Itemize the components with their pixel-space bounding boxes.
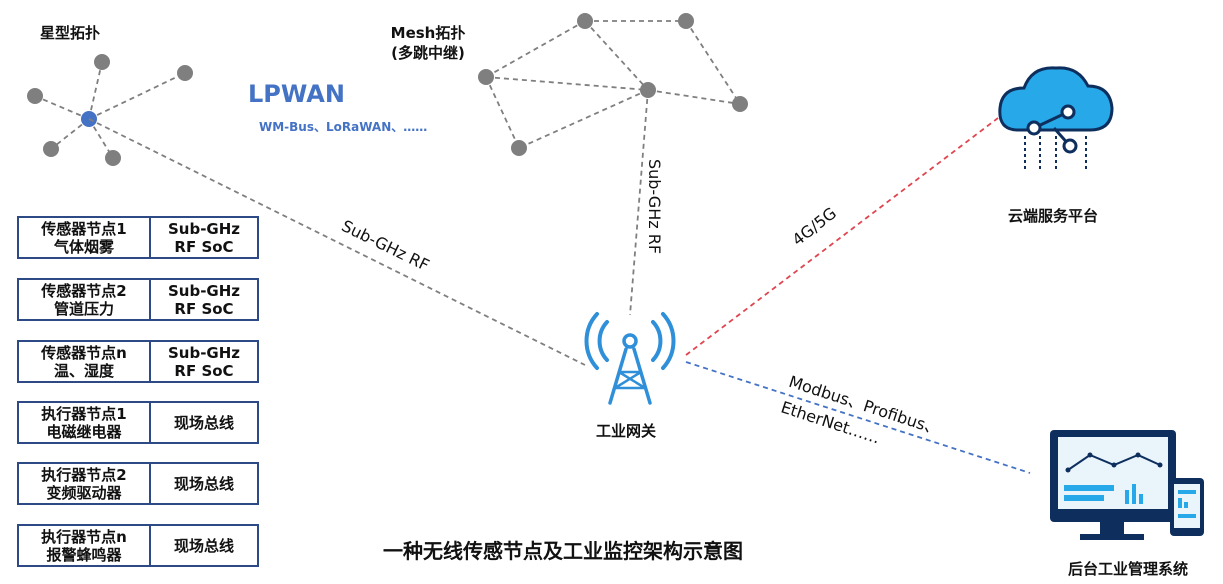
node-name: 传感器节点2 <box>41 282 126 300</box>
node-comm-2: RF SoC <box>174 300 233 318</box>
node-comm-2: RF SoC <box>174 362 233 380</box>
node-desc: 电磁继电器 <box>46 423 121 441</box>
node-name: 传感器节点n <box>41 344 127 362</box>
mesh-node <box>640 82 656 98</box>
mesh-node <box>511 140 527 156</box>
mesh-node <box>478 69 494 85</box>
mesh-topology-title: Mesh拓扑 <box>388 22 468 43</box>
antenna-tower-icon <box>587 314 674 403</box>
star-node <box>94 54 110 70</box>
node-comm: 现场总线 <box>174 414 234 432</box>
node-comm: 现场总线 <box>174 475 234 493</box>
star-node <box>27 88 43 104</box>
node-comm: 现场总线 <box>174 537 234 555</box>
star-node <box>177 65 193 81</box>
mesh-node <box>732 96 748 112</box>
mesh-nodes <box>478 13 748 156</box>
star-topology-title: 星型拓扑 <box>40 22 100 43</box>
node-name: 传感器节点1 <box>41 220 126 238</box>
node-name: 执行器节点1 <box>41 405 126 423</box>
node-desc: 变频驱动器 <box>46 484 121 502</box>
node-comm: Sub-GHz <box>168 344 240 362</box>
node-comm: Sub-GHz <box>168 220 240 238</box>
star-topology <box>35 62 185 158</box>
node-desc: 管道压力 <box>54 300 114 318</box>
diagram-title: 一种无线传感节点及工业监控架构示意图 <box>383 535 743 564</box>
mesh-node <box>678 13 694 29</box>
star-node <box>105 150 121 166</box>
node-desc: 气体烟雾 <box>54 238 114 256</box>
lpwan-subtitle: WM-Bus、LoRaWAN、…… <box>259 118 427 135</box>
node-desc: 报警蜂鸣器 <box>46 546 121 564</box>
mesh-topology <box>486 21 740 315</box>
backend-label: 后台工业管理系统 <box>1068 558 1188 579</box>
node-name: 执行器节点n <box>41 528 127 546</box>
gateway-label: 工业网关 <box>596 420 656 441</box>
cloud-network-icon <box>1000 68 1112 170</box>
lpwan-title: LPWAN <box>248 80 345 108</box>
node-comm: Sub-GHz <box>168 282 240 300</box>
monitor-tablet-icon <box>1050 430 1204 540</box>
star-node <box>43 141 59 157</box>
cloud-label: 云端服务平台 <box>1008 205 1098 226</box>
node-name: 执行器节点2 <box>41 466 126 484</box>
mesh-link-label: Sub-GHz RF <box>645 159 664 254</box>
backend-link <box>686 362 1030 473</box>
node-desc: 温、湿度 <box>54 362 114 380</box>
cloud-link <box>686 118 998 355</box>
mesh-topology-subtitle: (多跳中继) <box>378 42 478 63</box>
node-comm-2: RF SoC <box>174 238 233 256</box>
star-nodes <box>27 54 193 166</box>
mesh-node <box>577 13 593 29</box>
